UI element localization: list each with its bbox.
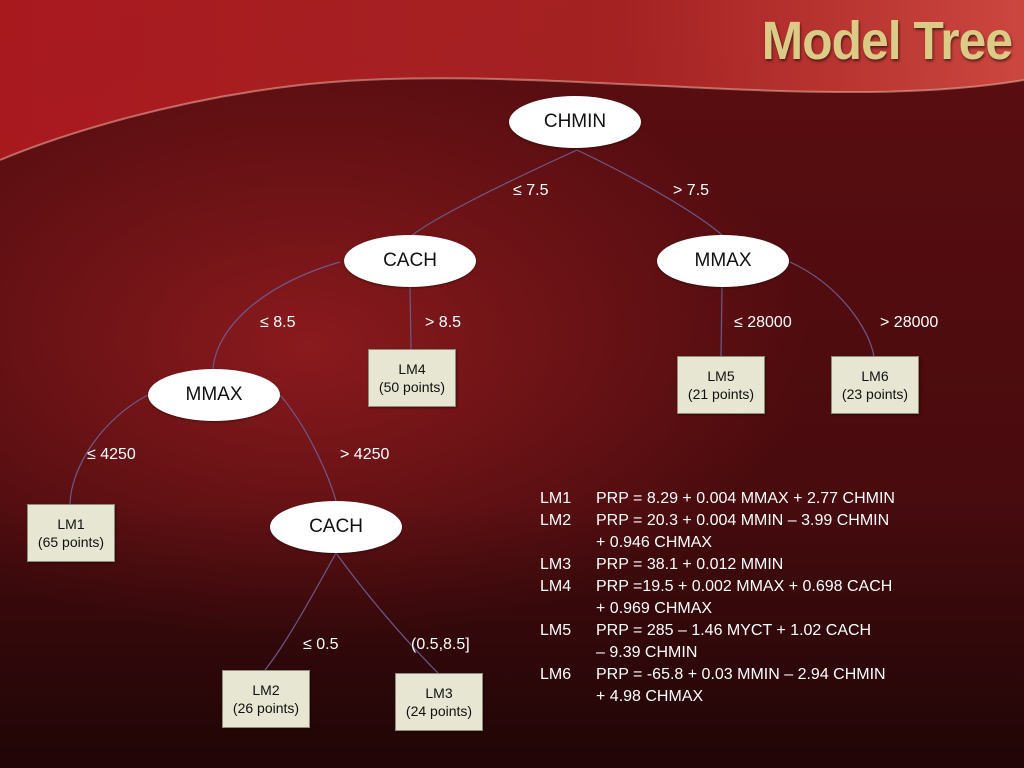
edge-mmax-right-right [789, 261, 875, 358]
equation-model: LM5 [540, 622, 572, 639]
equation-row: LM6 PRP = -65.8 + 0.03 MMIN – 2.94 CHMIN +… [540, 664, 895, 708]
edge-mmax-left-right [279, 394, 337, 502]
equation-text: PRP = 20.3 + 0.004 MMIN – 3.99 CHMIN [596, 512, 890, 529]
edge-label-mmax-left-left: ≤ 4250 [87, 446, 136, 463]
equation-continuation: + 0.946 CHMAX [596, 534, 713, 551]
leaf-lm1: LM1 (65 points) [27, 504, 115, 562]
equation-text: PRP = 285 – 1.46 MYCT + 1.02 CACH [596, 622, 872, 639]
leaf-points: (65 points) [37, 534, 105, 550]
leaf-name: LM2 [252, 682, 280, 698]
edge-label-root-left: ≤ 7.5 [513, 182, 549, 199]
equation-continuation: – 9.39 CHMIN [596, 644, 698, 661]
edge-label-cach2-left: ≤ 0.5 [303, 636, 339, 653]
equation-model: LM4 [540, 578, 572, 595]
leaf-name: LM6 [861, 368, 889, 384]
equation-model: LM6 [540, 666, 572, 683]
leaf-name: LM1 [57, 516, 85, 532]
leaf-points: (23 points) [841, 386, 909, 402]
equation-row: LM4 PRP =19.5 + 0.002 MMAX + 0.698 CACH + … [540, 576, 895, 620]
equation-model: LM2 [540, 512, 572, 529]
edge-label-mmax-left-right: > 4250 [340, 446, 390, 463]
root-node: CHMIN [509, 96, 641, 148]
edge-root-left [409, 149, 578, 238]
cach-node: CACH [344, 235, 476, 287]
equation-row: LM2 PRP = 20.3 + 0.004 MMIN – 3.99 CHMIN +… [540, 510, 895, 554]
leaf-points: (24 points) [405, 703, 473, 719]
leaf-lm5: LM5 (21 points) [677, 356, 765, 414]
equation-row: LM5 PRP = 285 – 1.46 MYCT + 1.02 CACH – 9.… [540, 620, 895, 664]
leaf-lm2: LM2 (26 points) [222, 670, 310, 728]
edge-label-cach-right: > 8.5 [425, 314, 462, 331]
equation-model: LM1 [540, 490, 572, 507]
cach2-node: CACH [270, 501, 402, 553]
edge-label-cach2-right: (0.5,8.5] [411, 636, 470, 653]
equation-text: PRP = -65.8 + 0.03 MMIN – 2.94 CHMIN [596, 666, 886, 683]
edge-mmax-left-left [69, 394, 149, 506]
equation-row: LM3 PRP = 38.1 + 0.012 MMIN [540, 554, 895, 576]
edge-cach2-right [335, 552, 439, 674]
edge-root-right [576, 149, 724, 237]
edge-cach2-left [264, 552, 337, 671]
edge-label-mmax-right-left: ≤ 28000 [734, 314, 792, 331]
edge-cach-left [212, 261, 341, 371]
edge-label-root-right: > 7.5 [673, 182, 710, 199]
leaf-name: LM3 [425, 685, 453, 701]
leaf-name: LM5 [707, 368, 735, 384]
edge-label-mmax-right-right: > 28000 [880, 314, 939, 331]
equation-model: LM3 [540, 556, 572, 573]
leaf-name: LM4 [398, 361, 426, 377]
equation-continuation: + 4.98 CHMAX [596, 688, 704, 705]
edge-cach-right [409, 286, 412, 351]
mmax-left-node: MMAX [148, 369, 280, 421]
equation-continuation: + 0.969 CHMAX [596, 600, 713, 617]
edge-label-cach-left: ≤ 8.5 [260, 314, 296, 331]
equation-row: LM1 PRP = 8.29 + 0.004 MMAX + 2.77 CHMIN [540, 488, 895, 510]
slide-title: Model Tree [761, 11, 1013, 71]
leaf-points: (50 points) [378, 379, 446, 395]
leaf-lm3: LM3 (24 points) [395, 673, 483, 731]
equation-text: PRP = 8.29 + 0.004 MMAX + 2.77 CHMIN [596, 490, 895, 507]
equation-text: PRP = 38.1 + 0.012 MMIN [596, 556, 784, 573]
leaf-lm6: LM6 (23 points) [831, 356, 919, 414]
leaf-points: (21 points) [687, 386, 755, 402]
leaf-points: (26 points) [232, 700, 300, 716]
mmax-right-node: MMAX [657, 235, 789, 287]
equation-text: PRP =19.5 + 0.002 MMAX + 0.698 CACH [596, 578, 893, 595]
leaf-lm4: LM4 (50 points) [368, 349, 456, 407]
edge-mmax-right-left [720, 286, 723, 358]
